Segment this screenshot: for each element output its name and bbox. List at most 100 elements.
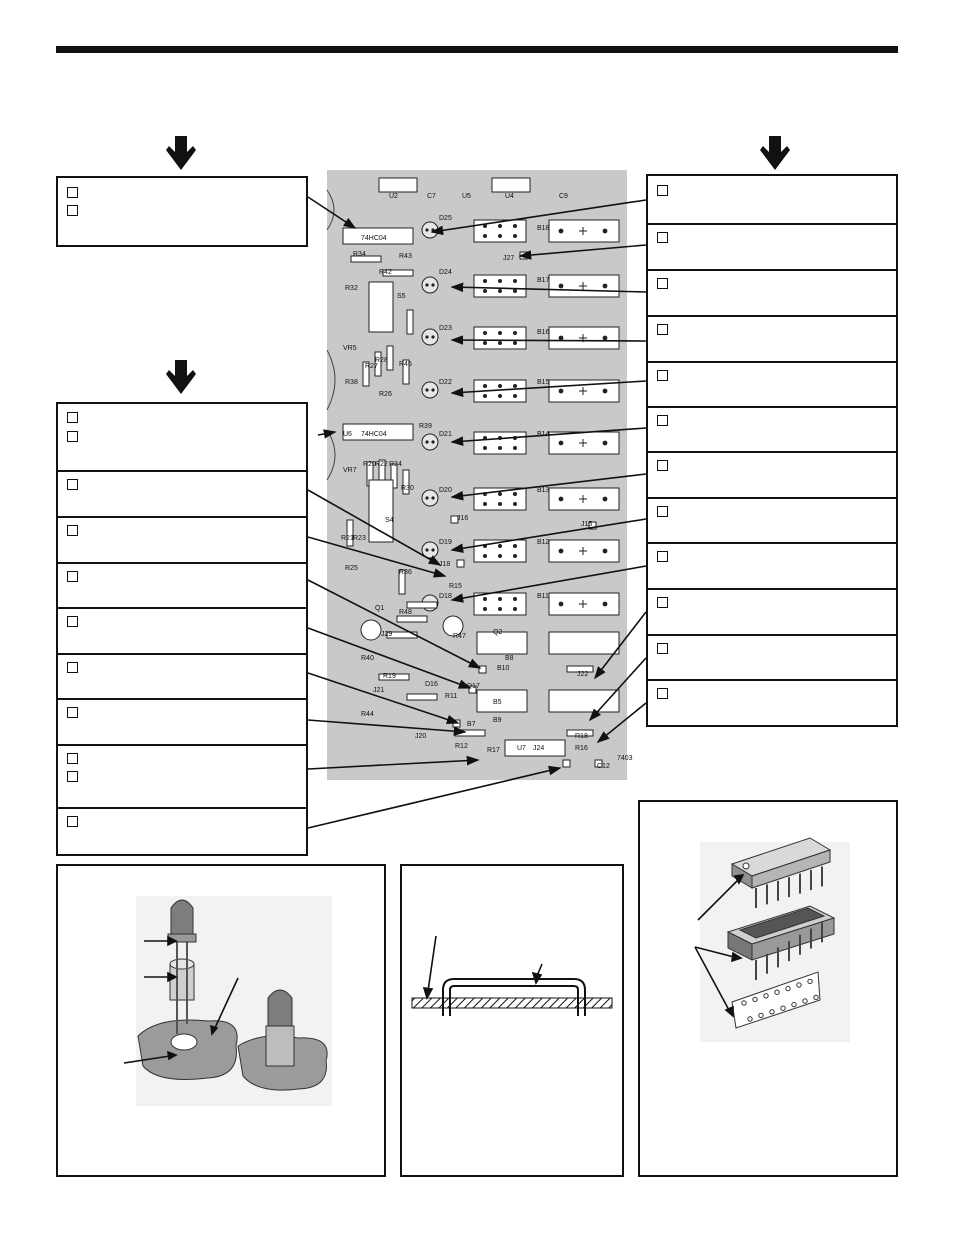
pcb-label: R40 <box>361 655 374 662</box>
checklist-box-right <box>646 174 898 727</box>
pcb-label: S4 <box>385 517 394 524</box>
pcb-label: R43 <box>399 253 412 260</box>
checkbox[interactable] <box>67 707 78 718</box>
pcb-label: J27 <box>503 255 514 262</box>
pcb-label: J22 <box>577 671 588 678</box>
pcb-label: 7403 <box>617 755 633 762</box>
pcb-label: R16 <box>575 745 588 752</box>
pcb-label: R34 <box>353 251 366 258</box>
pcb-label: B15 <box>537 379 550 386</box>
checkbox[interactable] <box>657 370 668 381</box>
pcb-label: R26 <box>379 391 392 398</box>
checkbox[interactable] <box>67 662 78 673</box>
pcb-label: R24 <box>389 461 402 468</box>
pcb-label: U2 <box>389 193 398 200</box>
led-spacer-illustration <box>123 896 332 1106</box>
pcb-label: R42 <box>379 269 392 276</box>
pcb-label: R22 <box>375 461 388 468</box>
pcb-label: B14 <box>537 431 550 438</box>
jumper-illustration-panel <box>400 864 624 1177</box>
pcb-label: R21 <box>341 535 354 542</box>
checkbox[interactable] <box>67 571 78 582</box>
checkbox[interactable] <box>657 643 668 654</box>
pcb-label: R18 <box>575 733 588 740</box>
pcb-label: B7 <box>467 721 476 728</box>
checkbox[interactable] <box>657 278 668 289</box>
pcb-label: D17 <box>467 683 480 690</box>
checkbox[interactable] <box>67 431 78 442</box>
down-arrow-icon <box>166 360 196 394</box>
pcb-label: U4 <box>505 193 514 200</box>
pcb-label: U5 <box>462 193 471 200</box>
pcb-label: R19 <box>383 673 396 680</box>
pcb-label: C7 <box>427 193 436 200</box>
pcb-label: D18 <box>439 593 452 600</box>
top-rule <box>56 46 898 53</box>
pcb-label: J18 <box>439 561 450 568</box>
pcb-label: B13 <box>537 487 550 494</box>
pcb-label: C12 <box>597 763 610 770</box>
pcb-label: B8 <box>505 655 514 662</box>
pcb-label: R28 <box>375 357 388 364</box>
checkbox[interactable] <box>67 479 78 490</box>
pcb-label: R20 <box>363 461 376 468</box>
checkbox[interactable] <box>657 597 668 608</box>
checkbox[interactable] <box>657 551 668 562</box>
pcb-label: B10 <box>497 665 510 672</box>
pcb-label: R12 <box>455 743 468 750</box>
checkbox[interactable] <box>657 506 668 517</box>
pcb-label: R23 <box>353 535 366 542</box>
checkbox[interactable] <box>67 412 78 423</box>
pcb-label: Q2 <box>493 629 502 636</box>
checkbox[interactable] <box>657 460 668 471</box>
pcb-label: B17 <box>537 277 550 284</box>
ic-socket-illustration-panel <box>638 800 898 1177</box>
ic-socket-illustration <box>694 837 850 1042</box>
checkbox[interactable] <box>67 187 78 198</box>
led-spacer-illustration-panel <box>56 864 386 1177</box>
checkbox[interactable] <box>67 616 78 627</box>
checkbox[interactable] <box>67 771 78 782</box>
down-arrow-icon <box>166 136 196 170</box>
pcb-label: U6 <box>343 431 352 438</box>
pcb-label: R17 <box>487 747 500 754</box>
checkbox[interactable] <box>67 816 78 827</box>
pcb-label: J20 <box>415 733 426 740</box>
pcb-label: R27 <box>365 363 378 370</box>
pcb-label: D25 <box>439 215 452 222</box>
checkbox[interactable] <box>657 185 668 196</box>
checkbox[interactable] <box>657 688 668 699</box>
pcb-label: 74HC04 <box>361 235 387 242</box>
checkbox[interactable] <box>67 205 78 216</box>
pcb-label: D22 <box>439 379 452 386</box>
checkbox[interactable] <box>657 232 668 243</box>
pcb-label: R44 <box>361 711 374 718</box>
checkbox[interactable] <box>67 525 78 536</box>
pcb-label: B11 <box>537 593 549 600</box>
checklist-box-top-left <box>56 176 308 247</box>
pcb-label: R47 <box>453 633 466 640</box>
pcb-label: D24 <box>439 269 452 276</box>
pcb-label: D19 <box>439 539 452 546</box>
pcb-label: 74HC04 <box>361 431 387 438</box>
pcb-label: R48 <box>399 609 412 616</box>
pcb-label: VR5 <box>343 345 357 352</box>
checklist-box-left <box>56 402 308 856</box>
pcb-label: D23 <box>439 325 452 332</box>
pcb-label: R36 <box>399 569 412 576</box>
jumper-illustration <box>411 935 613 1016</box>
down-arrow-icon <box>760 136 790 170</box>
pcb-label: R32 <box>345 285 358 292</box>
pcb-label: J16 <box>457 515 468 522</box>
pcb-label: U7 <box>517 745 526 752</box>
checkbox[interactable] <box>657 324 668 335</box>
pcb-label: D21 <box>439 431 452 438</box>
checkbox[interactable] <box>67 753 78 764</box>
pcb-label: R30 <box>401 485 414 492</box>
checkbox[interactable] <box>657 415 668 426</box>
pcb-label: B16 <box>537 329 550 336</box>
pcb-label: B18 <box>537 225 550 232</box>
